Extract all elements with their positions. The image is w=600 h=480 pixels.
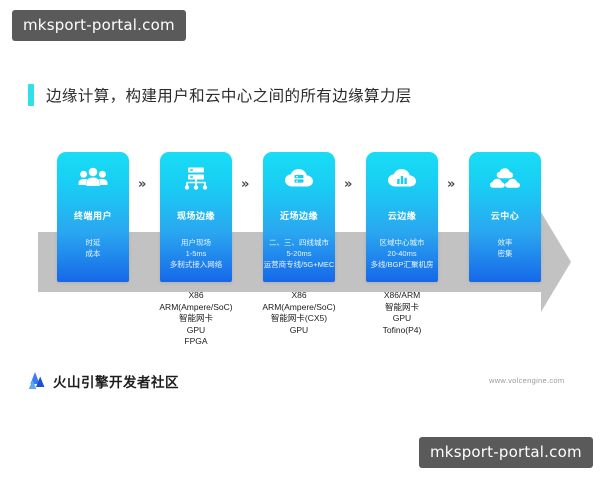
spec-line: 智能网卡 [384,301,419,312]
edge-computing-diagram: 终端用户 时延 成本 » 现场边缘 用户现场 1-5ms 多制式接入网络 [0,140,600,370]
flow-chevron-4: » [447,177,456,192]
stage-label: 近场边缘 [279,211,318,221]
stage-label: 终端用户 [73,211,112,221]
sub-line: 运营商专线/5G+MEC [263,260,335,269]
stage-sub-lines: 用户现场 1-5ms 多制式接入网络 [160,237,232,270]
stage-sub-lines: 效率 密集 [469,237,541,259]
flow-chevron-1: » [138,177,147,192]
sub-line: 多制式接入网络 [169,260,223,269]
stage-card-cloud-center[interactable]: 云中心 效率 密集 [469,152,541,282]
cloud-chart-icon [366,166,438,190]
stage-card-end-user[interactable]: 终端用户 时延 成本 [57,152,129,282]
flow-arrow-head [541,212,571,312]
stage-card-near-field-edge[interactable]: 近场边缘 二、三、四线城市 5-20ms 运营商专线/5G+MEC [263,152,335,282]
stage-sub-lines: 区域中心城市 20-40ms 多线/BGP汇聚机房 [366,237,438,270]
flow-chevron-3: » [344,177,353,192]
spec-line: 智能网卡 [178,313,213,323]
sub-line: 二、三、四线城市 [269,238,329,247]
sub-line: 5-20ms [286,249,312,258]
spec-line: ARM(Ampere/SoC) [159,301,233,312]
cloud-cluster-icon [469,166,541,190]
spec-line: X86/ARM [383,290,421,300]
stage-specs-near-field-edge: X86 ARM(Ampere/SoC) 智能网卡(CX5) GPU [238,290,360,336]
stage-label: 云中心 [490,211,520,221]
spec-line: 智能网卡(CX5) [270,313,328,323]
title-accent-bar [28,84,34,106]
sub-line: 时延 [85,238,101,247]
stage-label: 现场边缘 [176,211,215,221]
watermark-bottom: mksport-portal.com [419,437,593,468]
spec-line: X86 [188,290,204,300]
sub-line: 20-40ms [387,249,417,258]
spec-line: GPU [186,324,206,335]
sub-line: 区域中心城市 [379,238,425,247]
stage-specs-cloud-edge: X86/ARM 智能网卡 GPU Tofino(P4) [341,290,463,336]
footer-brand: 火山引擎开发者社区 [28,371,179,391]
server-rack-icon [160,166,232,192]
footer-url: www.volcengine.com [489,376,565,385]
spec-line: GPU [289,324,309,335]
spec-line: ARM(Ampere/SoC) [262,301,336,312]
page-title: 边缘计算，构建用户和云中心之间的所有边缘算力层 [28,84,412,106]
spec-line: X86 [291,290,307,300]
stage-sub-lines: 时延 成本 [57,237,129,259]
sub-line: 1-5ms [185,249,207,258]
spec-line: FPGA [184,336,208,346]
stage-card-cloud-edge[interactable]: 云边缘 区域中心城市 20-40ms 多线/BGP汇聚机房 [366,152,438,282]
people-icon [57,166,129,190]
stage-card-on-premise-edge[interactable]: 现场边缘 用户现场 1-5ms 多制式接入网络 [160,152,232,282]
cloud-server-icon [263,166,335,190]
spec-line: GPU [392,313,412,323]
watermark-top: mksport-portal.com [12,10,186,41]
sub-line: 多线/BGP汇聚机房 [370,260,434,269]
stage-sub-lines: 二、三、四线城市 5-20ms 运营商专线/5G+MEC [263,237,335,270]
flow-chevron-2: » [241,177,250,192]
volcano-logo-icon [28,372,45,389]
footer-brand-text: 火山引擎开发者社区 [53,375,179,390]
stage-specs-on-premise-edge: X86 ARM(Ampere/SoC) 智能网卡 GPU FPGA [135,290,257,348]
stage-label: 云边缘 [387,211,417,221]
sub-line: 效率 [497,238,513,247]
sub-line: 密集 [497,249,513,258]
spec-line: Tofino(P4) [382,324,422,335]
sub-line: 成本 [85,249,101,258]
sub-line: 用户现场 [181,238,211,247]
page-title-text: 边缘计算，构建用户和云中心之间的所有边缘算力层 [46,88,412,105]
